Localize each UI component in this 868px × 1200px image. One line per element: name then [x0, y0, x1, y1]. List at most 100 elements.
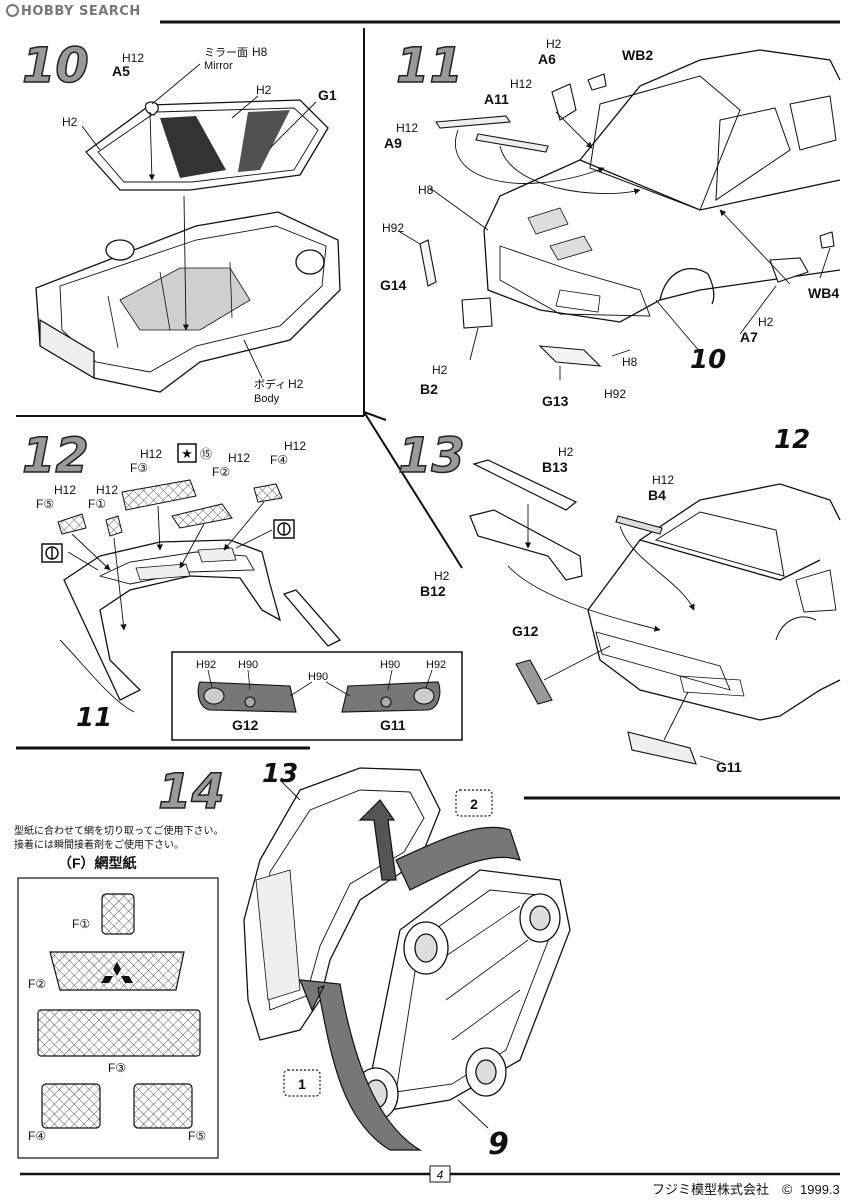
paint-h92-g11: H92: [426, 659, 446, 671]
mirror-a7: [769, 231, 835, 283]
window-glass-g1: [85, 99, 329, 191]
paint-h12-b4: H12: [652, 473, 674, 487]
paint-h90-g11: H90: [380, 659, 400, 671]
part-g14: G14: [380, 277, 407, 293]
paint-h92-g12: H92: [196, 659, 216, 671]
footer: 4 フジミ模型株式会社 © 1999.3: [429, 1165, 840, 1197]
watermark: HOBBY SEARCH: [6, 4, 141, 19]
template-title: （F）網型紙: [58, 855, 137, 871]
paint-h92-g14: H92: [382, 221, 404, 235]
step11-labels: H2 A6 WB2 H12 A11 H12 A9 H8 H92 G14 H2 B…: [380, 37, 839, 409]
paint-h2-b12: H2: [434, 569, 450, 583]
paint-h12-f4: H12: [284, 439, 306, 453]
step-number: 11: [396, 38, 463, 94]
mesh-f4: F④: [270, 453, 288, 467]
plate-b2: [461, 297, 493, 329]
light-g12-rear: [515, 659, 553, 705]
antenna-b4: [615, 515, 663, 535]
front-bumper: [59, 539, 342, 713]
template-f2: F②: [28, 977, 46, 991]
part-b12: B12: [420, 583, 446, 599]
paint-h90-mid: H90: [308, 671, 328, 683]
step-12: 12: [21, 427, 463, 741]
spoiler-b12: [469, 509, 583, 581]
step11-leaders: [399, 111, 831, 380]
part-g11-rear: G11: [716, 759, 742, 775]
part-g1: G1: [318, 87, 337, 103]
mesh-template: 型紙に合わせて網を切り取ってご使用下さい。 接着には瞬間接着剤をご使用下さい。 …: [14, 824, 224, 1159]
step-number: 14: [158, 764, 225, 820]
step14-leaders: [279, 779, 489, 1129]
light-g12: [197, 681, 297, 713]
ref-step-13: 13: [262, 759, 298, 789]
template-f1: F①: [72, 917, 90, 931]
paint-h12-a9: H12: [396, 121, 418, 135]
paint-h12-f3: H12: [140, 447, 162, 461]
mesh-f3: F③: [130, 461, 148, 475]
svg-text:★: ★: [181, 446, 193, 461]
wiper-a9: [435, 115, 511, 129]
step-14: 14: [14, 759, 571, 1162]
page-number: 4: [437, 1168, 444, 1182]
step-number: 13: [398, 428, 465, 484]
template-f5: F⑤: [188, 1129, 206, 1143]
template-f3: F③: [108, 1061, 126, 1075]
paint-h2-b13: H2: [558, 445, 574, 459]
part-g11: G11: [380, 717, 406, 733]
paint-h8: H8: [252, 45, 268, 59]
part-a9: A9: [384, 135, 402, 151]
light-inset: H92 H90 H90 H90 H92 G12 G11: [171, 651, 463, 741]
inset-labels: H92 H90 H90 H90 H92 G12 G11: [196, 659, 446, 733]
mesh-pieces: [57, 479, 283, 537]
mirror-a6: [551, 73, 607, 121]
company-name: フジミ模型株式会社: [652, 1182, 769, 1197]
template-f4: F④: [28, 1129, 46, 1143]
part-a7: A7: [740, 329, 758, 345]
part-a5: A5: [112, 63, 130, 79]
wiper-a11: [475, 133, 549, 153]
ref-step-12: 12: [774, 425, 810, 455]
chassis: [353, 869, 571, 1121]
body-en: Body: [254, 393, 280, 405]
step13-leaders: [507, 504, 721, 763]
watermark-logo-icon: [6, 4, 19, 17]
step-number: 12: [22, 428, 89, 484]
callout-1-number: 1: [298, 1076, 306, 1092]
mirror-en: Mirror: [204, 60, 233, 72]
paint-h8-grille: H8: [418, 183, 434, 197]
callout-2-number: 2: [470, 796, 478, 812]
step10-leaders: [81, 63, 317, 379]
ref-step-9: 9: [488, 1127, 509, 1162]
paint-h90-g12: H90: [238, 659, 258, 671]
part-wb4: WB4: [808, 285, 839, 301]
step12-labels: F⑤ H12 F① H12 F③ H12 ⑮ F② H12 F④ H12 11: [36, 439, 306, 733]
light-g13: [538, 345, 602, 367]
paint-h8-fog: H8: [622, 355, 638, 369]
publish-date: 1999.3: [800, 1182, 840, 1197]
paint-h2-a7: H2: [758, 315, 774, 329]
mirror-a5: [144, 101, 159, 116]
mesh-f2: F②: [212, 465, 230, 479]
part-b13: B13: [542, 459, 568, 475]
car-body-rear: [587, 483, 841, 721]
step-number: 10: [22, 38, 89, 94]
ref-step-10: 10: [690, 345, 726, 375]
spoiler-b13: [472, 459, 578, 511]
part-a11: A11: [484, 91, 509, 107]
mitsubishi-logo-icon: [101, 962, 133, 983]
paint-h2-a6: H2: [546, 37, 562, 51]
paint-h12-f1: H12: [96, 483, 118, 497]
emblem-star-icon: ★: [177, 443, 197, 463]
callout-1: 1: [283, 1069, 321, 1097]
paint-h12: H12: [122, 51, 144, 65]
ref-step-11: 11: [76, 703, 112, 733]
decal-15: ⑮: [200, 447, 212, 461]
part-b2: B2: [420, 381, 438, 397]
part-wb2: WB2: [622, 47, 653, 63]
paint-h2-body: H2: [288, 377, 304, 391]
part-a6: A6: [538, 51, 556, 67]
step-11: 11: [380, 37, 841, 409]
body-jp: ボディ: [254, 377, 286, 391]
paint-h12-f2: H12: [228, 451, 250, 465]
